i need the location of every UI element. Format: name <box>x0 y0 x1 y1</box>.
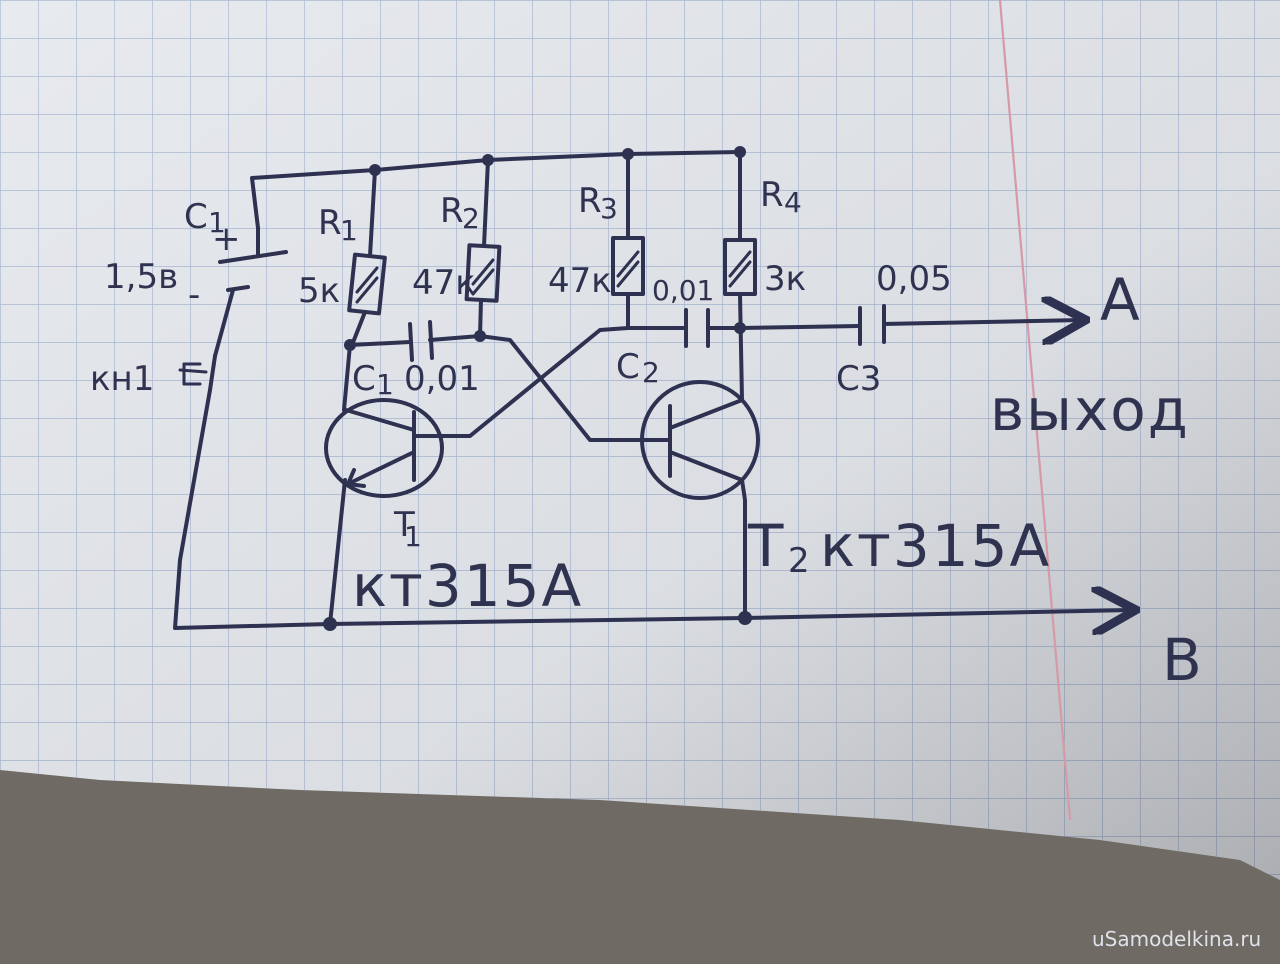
r4-sub: 4 <box>784 186 802 219</box>
r3-sub: 3 <box>600 192 618 225</box>
button-label: кн1 <box>90 359 154 399</box>
t2-name: T <box>747 512 785 580</box>
t1-name: T <box>393 505 415 545</box>
c2-value: 0,01 <box>652 274 714 307</box>
r4-value: 3к <box>764 259 806 299</box>
output-a-label: А <box>1100 266 1142 334</box>
wires <box>173 150 1132 628</box>
battery-plus: + <box>212 219 241 259</box>
button-switch-symbol <box>178 354 217 392</box>
r2-value: 47к <box>412 263 476 303</box>
r1-sub: 1 <box>340 214 358 247</box>
c1-name: C <box>352 359 376 399</box>
t1-model: кт315А <box>352 552 583 620</box>
r3-name: R <box>578 181 602 221</box>
resistor-r2 <box>464 243 502 303</box>
battery-name-sub: 1 <box>208 206 226 239</box>
transistor-t1 <box>324 398 444 498</box>
capacitor-c3 <box>858 304 886 346</box>
t2-model: кт315А <box>820 512 1051 580</box>
r2-sub: 2 <box>462 202 480 235</box>
r3-value: 47к <box>548 261 612 301</box>
resistor-r3 <box>611 236 645 296</box>
r4-name: R <box>760 175 784 215</box>
junction-dots <box>323 146 752 631</box>
c1-value: 0,01 <box>404 359 480 399</box>
capacitor-c1 <box>408 320 434 362</box>
watermark: uSamodelkina.ru <box>1092 927 1261 951</box>
resistor-r4 <box>723 238 757 296</box>
r1-name: R <box>318 203 342 243</box>
paper-margin-line <box>998 0 1072 821</box>
t2-sub: 2 <box>788 541 810 581</box>
transistor-t2 <box>640 380 760 500</box>
output-b-label: В <box>1162 626 1204 694</box>
battery-symbol <box>218 250 288 292</box>
r1-value: 5к <box>298 271 340 311</box>
battery-voltage: 1,5в <box>104 257 178 297</box>
battery-name: C <box>184 197 208 237</box>
c2-sub: 2 <box>642 356 660 389</box>
output-caption: выход <box>990 376 1190 444</box>
battery-minus: - <box>188 275 200 315</box>
c3-value: 0,05 <box>876 259 952 299</box>
resistor-r1 <box>347 252 387 316</box>
capacitor-c2 <box>684 308 710 348</box>
r2-name: R <box>440 191 464 231</box>
t1-sub: 1 <box>404 520 422 553</box>
c2-name: C <box>616 347 640 387</box>
c3-name: C3 <box>836 359 881 399</box>
c1-sub: 1 <box>376 368 394 401</box>
